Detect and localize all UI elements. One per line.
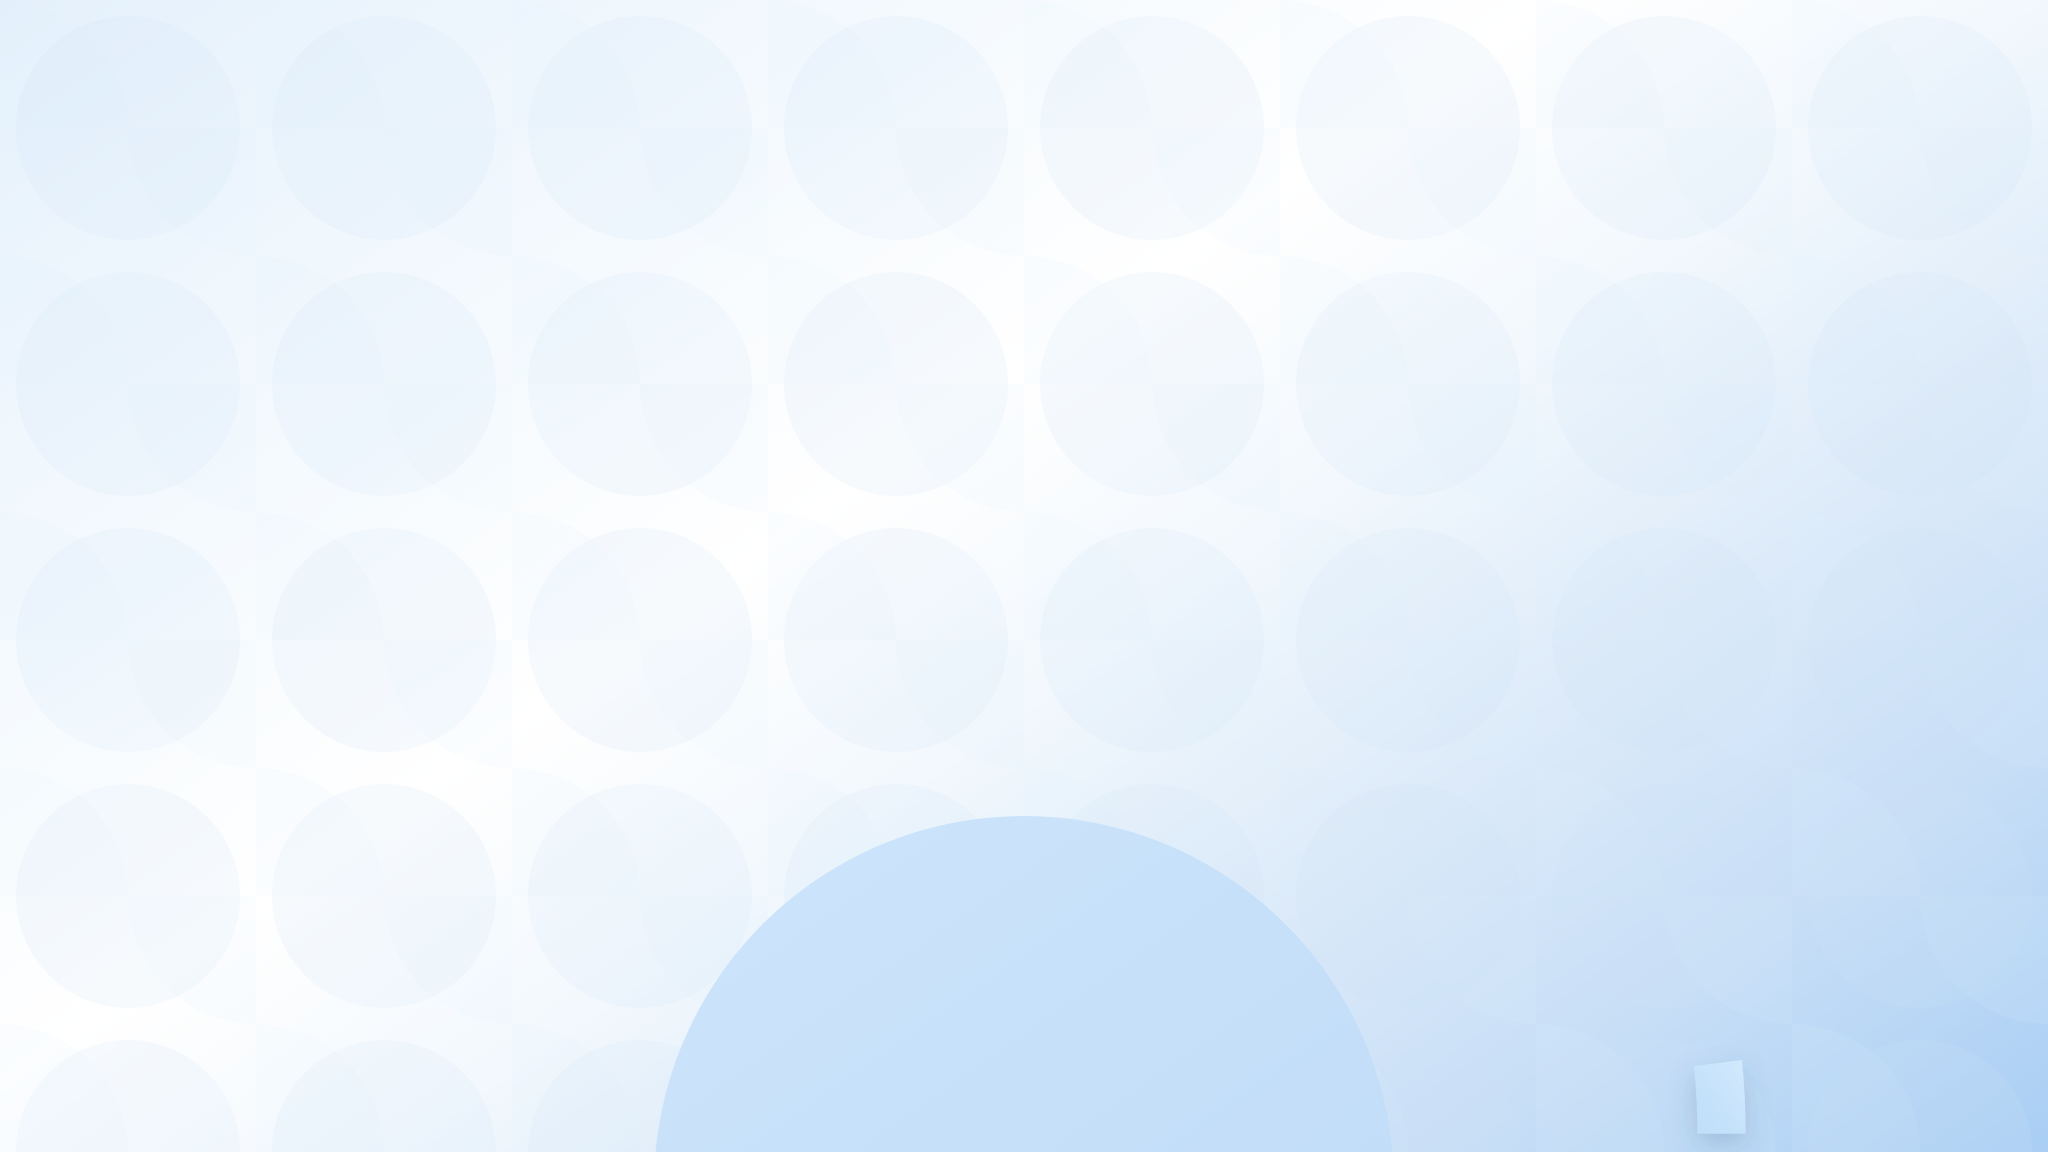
step-card-03 [785,270,1065,288]
step-card-02 [250,375,570,393]
step-card-01 [20,608,320,626]
step-card-04 [1215,392,1515,410]
step-card-06 [1620,938,1925,956]
arc-segment-06 [1694,1060,1746,1134]
wheel-core [655,816,1393,1152]
step-card-05 [1525,662,1825,680]
